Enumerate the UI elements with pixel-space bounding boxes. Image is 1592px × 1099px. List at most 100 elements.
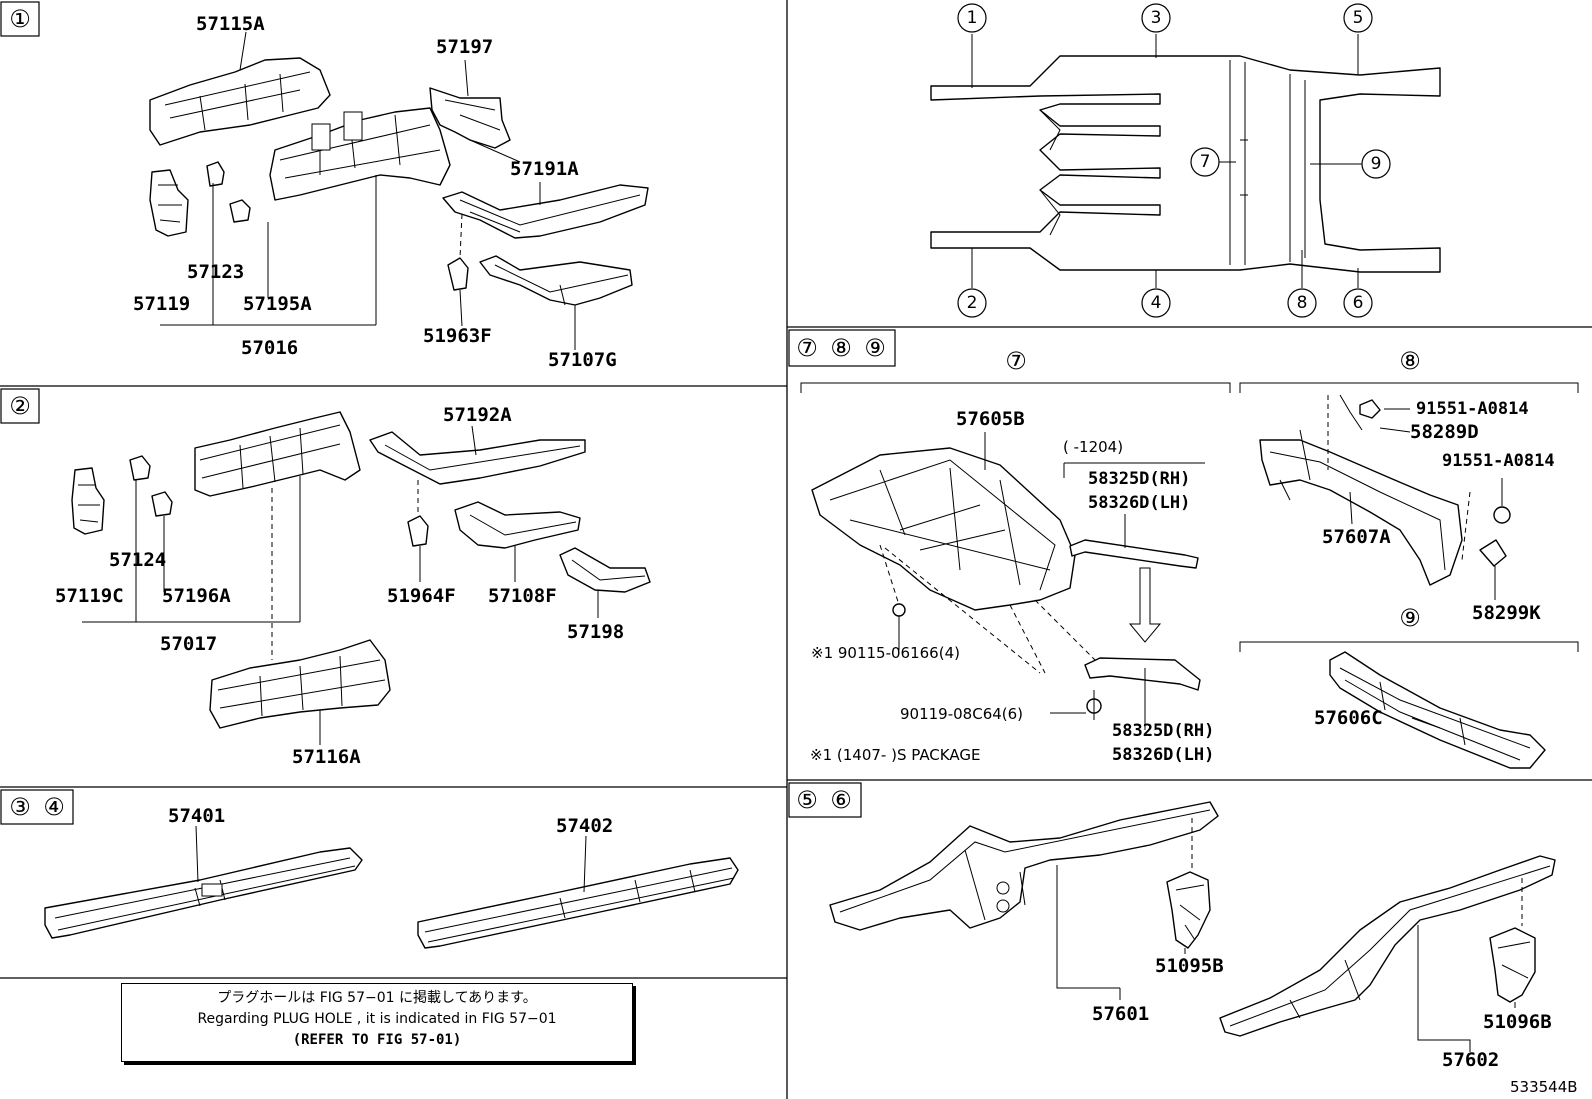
svg-text:2: 2 [967,293,978,313]
callout-51963F: 51963F [423,325,492,347]
figure-id: 533544B [1510,1078,1578,1096]
part-58325D-lower-drawing [1084,657,1201,691]
svg-text:③: ③ [9,793,31,821]
callout-57601: 57601 [1092,1003,1149,1025]
part-57191A-drawing [442,184,649,239]
frame-overview: 1 3 5 7 9 2 4 8 6 [930,3,1441,318]
callout-91551-A0814-upper: 91551-A0814 [1416,399,1529,419]
part-51096B-drawing [1489,927,1536,1003]
bolt-90115-icon [892,603,906,617]
marker-8: 8 [1287,288,1317,318]
panel-tag-5-6: ⑤ ⑥ [788,782,862,818]
svg-text:①: ① [9,5,31,33]
callout-58326D-lower: 58326D(LH) [1112,745,1214,765]
callout-57107G: 57107G [548,349,617,371]
part-57602-drawing [1219,855,1556,1037]
svg-text:1: 1 [967,8,978,28]
svg-text:3: 3 [1151,8,1162,28]
part-57192A-drawing [369,431,586,485]
date-note-1204: ( -1204) [1063,438,1123,456]
part-51963F-drawing [447,257,469,291]
marker-3: 3 [1141,3,1171,33]
panel-8: ⑧ 91551-A0814 58289D 91551-A0814 57607A … [1239,347,1579,624]
callout-57196A: 57196A [162,585,231,607]
note-line-reference: (REFER TO FIG 57-01) [292,1032,462,1048]
callout-57198: 57198 [567,621,624,643]
part-57115A-drawing [149,57,331,146]
callout-57606C: 57606C [1314,707,1383,729]
panel-9-header: ⑨ [1399,604,1421,632]
svg-text:8: 8 [1297,293,1308,313]
plug-hole-note-box: プラグホールは FIG 57−01 に掲載してあります。 Regarding P… [121,983,633,1062]
panel-tag-3-4: ③ ④ [0,789,74,825]
callout-57124: 57124 [109,549,166,571]
marker-5: 5 [1343,3,1373,33]
panel-1: 57115A 57197 57191A 57123 57119 57195A 5… [133,13,649,371]
callout-57017: 57017 [160,633,217,655]
note-line-japanese: プラグホールは FIG 57−01 に掲載してあります。 [217,990,537,1006]
svg-text:②: ② [9,392,31,420]
callout-58325D-lower: 58325D(RH) [1112,721,1214,741]
bolt-91551-upper-icon [1359,399,1381,419]
svg-text:④: ④ [43,793,65,821]
part-57124-drawing [129,455,151,481]
svg-text:9: 9 [1371,154,1382,174]
panel-5-6: 51095B 57601 51096B 57602 [829,801,1556,1071]
callout-90119-08C64: 90119-08C64(6) [900,705,1023,723]
part-57017-drawing [194,411,361,497]
package-footnote: ※1 (1407- )S PACKAGE [810,746,980,764]
part-57195A-drawing [229,199,251,223]
marker-2: 2 [957,288,987,318]
marker-6: 6 [1343,288,1373,318]
part-57607A-drawing [1259,439,1463,586]
marker-7: 7 [1190,147,1220,177]
callout-90115-06166: ※1 90115-06166(4) [811,644,960,662]
marker-9: 9 [1361,149,1391,179]
note-line-english: Regarding PLUG HOLE , it is indicated in… [197,1011,557,1027]
panel-7-header: ⑦ [1005,347,1027,375]
svg-text:5: 5 [1353,8,1364,28]
callout-57605B: 57605B [956,408,1025,430]
callout-57401: 57401 [168,805,225,827]
callout-57602: 57602 [1442,1049,1499,1071]
svg-text:⑨: ⑨ [864,334,886,362]
svg-text:4: 4 [1151,293,1162,313]
part-57198-drawing [559,547,651,593]
marker-4: 4 [1141,288,1171,318]
callout-57016: 57016 [241,337,298,359]
part-57601-drawing [829,801,1219,931]
marker-1: 1 [957,3,987,33]
callout-58326D-upper: 58326D(LH) [1088,493,1190,513]
part-57197-drawing [429,87,511,149]
callout-51964F: 51964F [387,585,456,607]
callout-58325D-upper: 58325D(RH) [1088,469,1190,489]
callout-57192A: 57192A [443,404,512,426]
part-51964F-drawing [407,515,429,547]
part-57116A-drawing [209,639,391,729]
callout-57197: 57197 [436,36,493,58]
part-57119-drawing [149,169,189,237]
part-58299K-drawing [1479,539,1507,567]
callout-57119: 57119 [133,293,190,315]
part-57196A-drawing [151,491,173,517]
panel-9: ⑨ 57606C [1239,604,1579,769]
callout-58289D: 58289D [1410,421,1479,443]
callout-58299K: 58299K [1472,602,1541,624]
svg-text:⑥: ⑥ [830,786,852,814]
part-57123-drawing [206,161,225,187]
callout-57191A: 57191A [510,158,579,180]
part-58325D-upper-drawing [1069,539,1199,569]
part-51095B-drawing [1166,871,1211,949]
callout-57116A: 57116A [292,746,361,768]
part-57605B-drawing [811,447,1076,611]
svg-text:6: 6 [1353,293,1364,313]
part-57108F-drawing [454,501,581,549]
svg-text:⑧: ⑧ [830,334,852,362]
panel-tag-2: ② [0,388,40,424]
panel-tag-1: ① [0,1,40,37]
panel-3-4: 57401 57402 [44,805,739,949]
callout-57195A: 57195A [243,293,312,315]
callout-91551-A0814-lower: 91551-A0814 [1442,451,1555,471]
